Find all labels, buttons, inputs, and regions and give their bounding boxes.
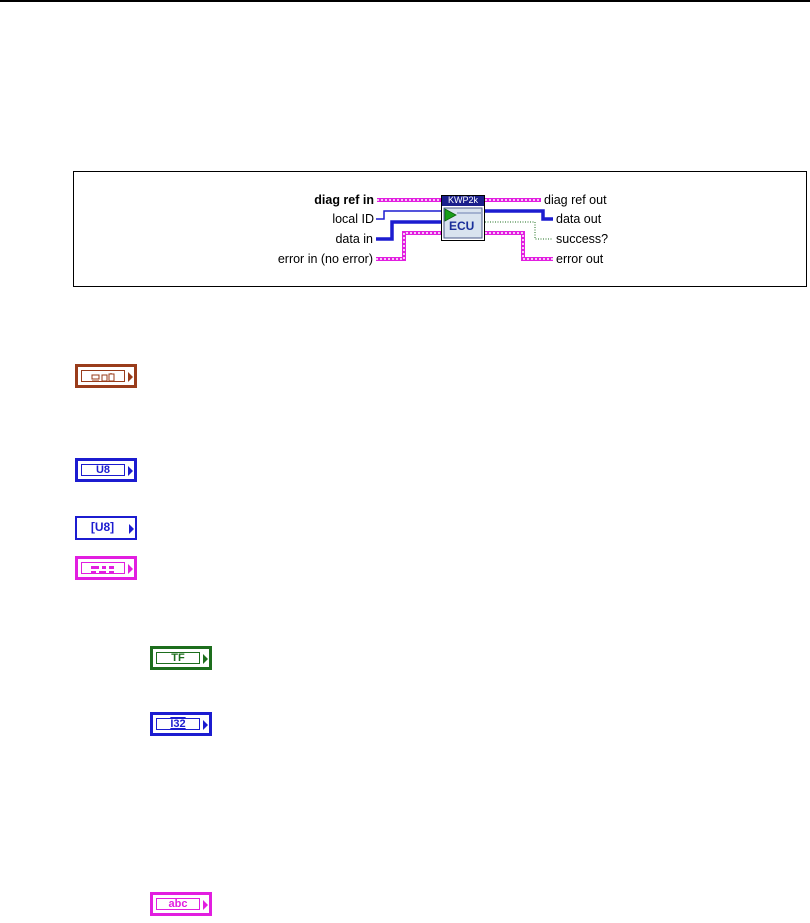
label-local-id: local ID bbox=[332, 212, 374, 226]
refnum-glyph-icon bbox=[91, 373, 115, 382]
wire-data-out bbox=[485, 209, 553, 221]
i32-terminal-icon: I32 bbox=[150, 712, 212, 736]
label-data-out: data out bbox=[556, 212, 602, 226]
kwp2k-ecu-vi-icon bbox=[441, 195, 485, 241]
label-error-out: error out bbox=[556, 252, 604, 266]
u8-terminal-text: U8 bbox=[81, 464, 125, 476]
label-data-in: data in bbox=[335, 232, 373, 246]
diag-ref-terminal-icon bbox=[75, 364, 137, 388]
string-terminal-icon: abc bbox=[150, 892, 212, 916]
wire-success bbox=[485, 221, 553, 240]
cluster-glyph-icon bbox=[91, 566, 114, 574]
vi-title: KWP2k bbox=[447, 195, 478, 205]
label-diag-ref-out: diag ref out bbox=[544, 193, 607, 207]
string-terminal-text: abc bbox=[156, 898, 200, 910]
vi-body-label: ECU bbox=[449, 219, 475, 233]
label-diag-ref-in: diag ref in bbox=[314, 193, 374, 207]
top-rule bbox=[0, 0, 810, 2]
boolean-terminal-icon: TF bbox=[150, 646, 212, 670]
label-error-in: error in (no error) bbox=[277, 252, 373, 266]
boolean-terminal-text: TF bbox=[156, 652, 200, 664]
connector-pane-frame bbox=[73, 171, 807, 287]
u8-array-terminal-icon: [U8] bbox=[75, 516, 137, 540]
i32-terminal-text: I32 bbox=[156, 718, 200, 730]
label-success: success? bbox=[556, 232, 609, 246]
wire-data-in bbox=[376, 220, 441, 241]
error-cluster-terminal-icon bbox=[75, 556, 137, 580]
wire-error-in bbox=[376, 231, 441, 261]
u8-terminal-icon: U8 bbox=[75, 458, 137, 482]
wire-local-id bbox=[376, 210, 441, 220]
wire-error-out bbox=[485, 231, 553, 261]
u8-array-terminal-text: [U8] bbox=[90, 520, 115, 534]
